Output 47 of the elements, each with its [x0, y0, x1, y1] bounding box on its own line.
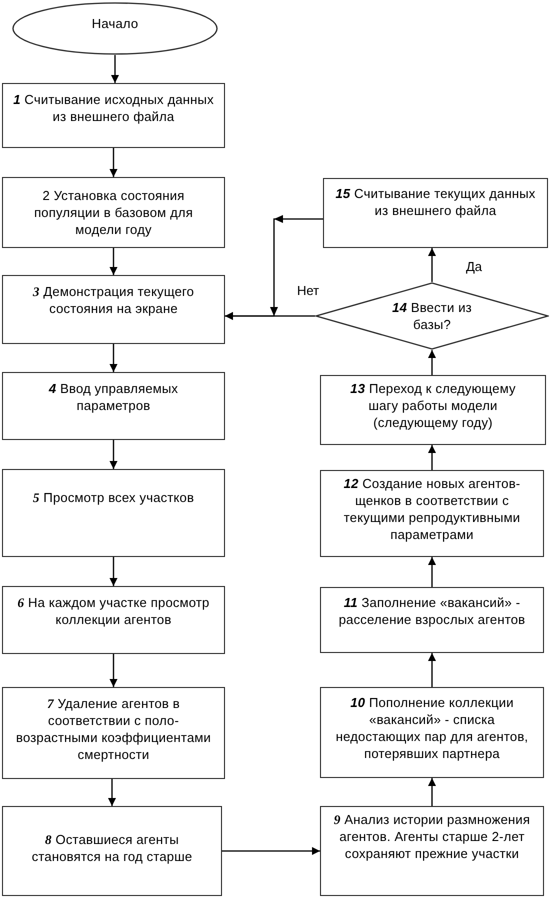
arrow: [108, 779, 116, 806]
step-text: 11 Заполнение «вакансий» - расселение взрослых агентов: [338, 594, 526, 628]
process-box: [2, 372, 225, 440]
process-box: [2, 586, 225, 654]
arrow: [110, 654, 118, 687]
arrow: [428, 248, 436, 282]
arrow: [110, 344, 118, 372]
process-box: [2, 806, 222, 896]
step-text: 12 Создание новых агентов-щенков в соответствии с текущими репродуктивными параметрами: [342, 475, 522, 543]
arrow: [428, 557, 436, 587]
process-box: [2, 687, 225, 779]
arrow: [428, 778, 436, 806]
step-text: 3 Демонстрация текущего состояния на экране: [32, 283, 196, 317]
step-text: 5 Просмотр всех участков: [32, 489, 194, 506]
process-box: [320, 470, 544, 557]
step-text: 13 Переход к следующему шагу работы модели (следующему году): [349, 380, 517, 431]
edge-label: Да: [465, 259, 484, 275]
process-box: [2, 275, 225, 344]
process-box: [2, 469, 225, 557]
process-box: [2, 177, 225, 248]
step-text: 6 На каждом участке просмотр коллекции агентов: [16, 594, 210, 628]
arrow: [111, 55, 119, 83]
process-box: [320, 587, 544, 653]
process-box: [320, 806, 544, 896]
start-label: Начало: [92, 15, 138, 32]
step-text: 8 Оставшиеся агенты становятся на год старше: [30, 831, 194, 865]
step-text: 7 Удаление агентов в соответствии с поло-возрастными коэффициентами смертности: [15, 695, 212, 763]
arrow: [110, 248, 118, 275]
step-text: 9 Анализ истории размножения агентов. Агенты старше 2-лет сохраняют прежние участки: [332, 811, 532, 862]
process-box: [320, 687, 544, 778]
arrow: [428, 350, 436, 375]
arrow: [110, 440, 118, 469]
step-text: 10 Пополнение коллекции «вакансий» - списка недостающих пар для агентов, потерявших партнера: [334, 694, 530, 762]
step-text: 2 Установка состояния популяции в базовом для модели году: [33, 187, 194, 238]
arrow: [222, 847, 320, 855]
process-box: [320, 375, 546, 445]
arrow: [110, 148, 118, 177]
decision-text: 14 Ввести из базы?: [391, 299, 473, 333]
process-box: [2, 83, 225, 148]
process-box: [323, 178, 548, 248]
step-text: 1 Считывание исходных данных из внешнего файла: [12, 91, 215, 125]
step-text: 15 Считывание текущих данных из внешнего файла: [334, 185, 536, 219]
step-text: 4 Ввод управляемых параметров: [48, 380, 180, 414]
arrow: [428, 653, 436, 687]
start-oval: [12, 2, 218, 55]
arrow: [110, 557, 118, 586]
arrow: [428, 445, 436, 470]
